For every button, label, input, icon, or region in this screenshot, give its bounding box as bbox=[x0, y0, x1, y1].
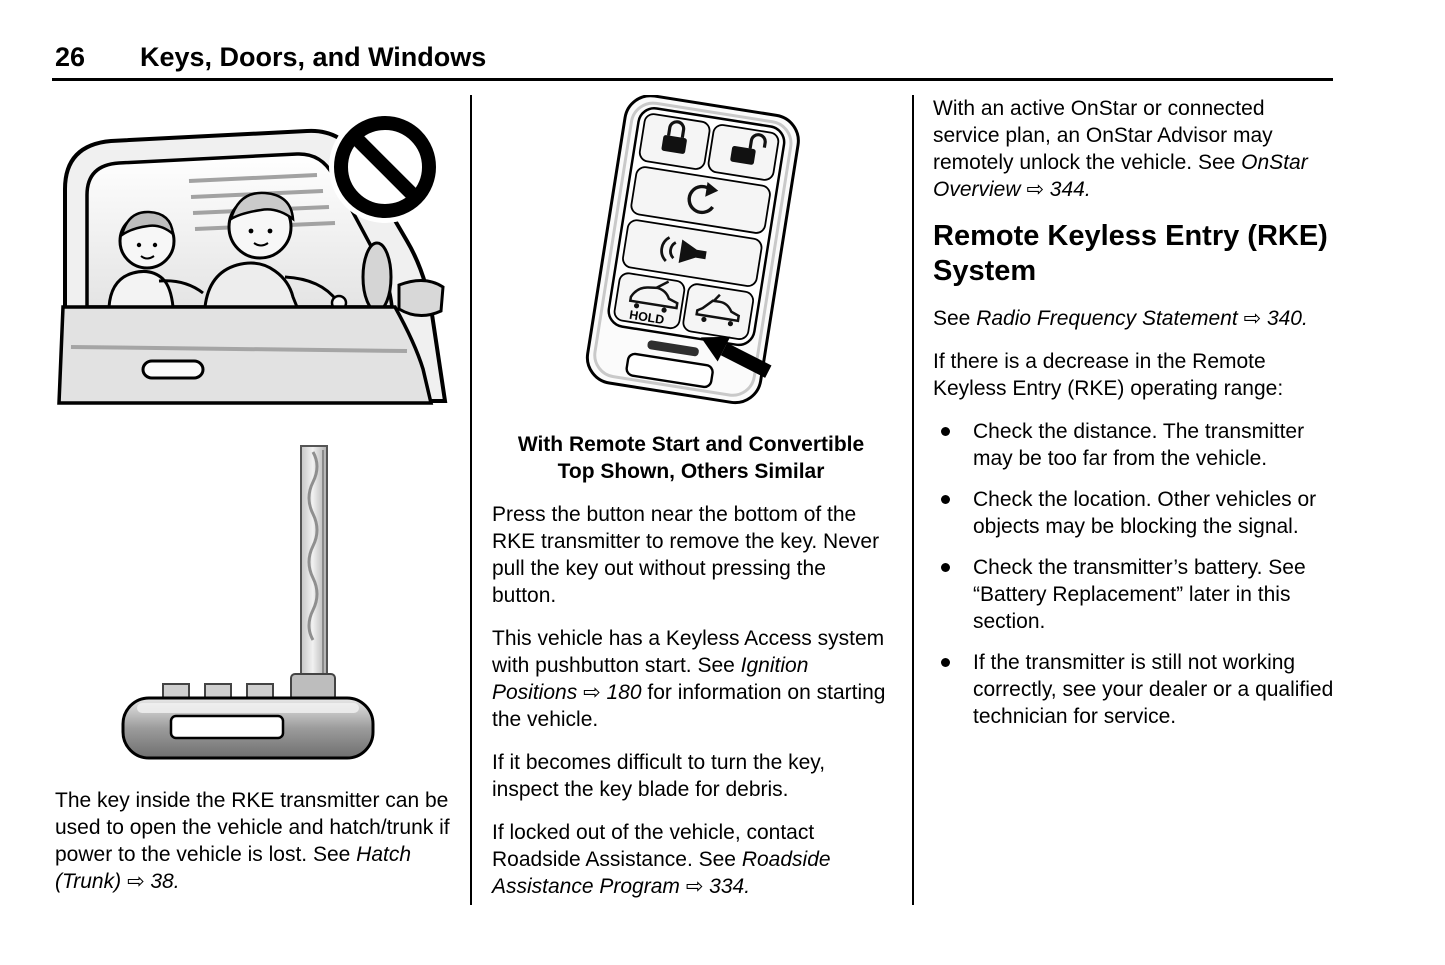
key-collar bbox=[290, 673, 336, 701]
bullet-text: Check the distance. The transmitter may … bbox=[973, 420, 1305, 470]
paragraph-text: See bbox=[933, 307, 977, 330]
horn-icon bbox=[660, 236, 707, 264]
lock-button bbox=[638, 113, 711, 170]
panic-button bbox=[622, 219, 763, 287]
bullet-icon bbox=[941, 658, 950, 667]
remote-start-button bbox=[630, 166, 771, 234]
transmitter-tabs bbox=[162, 683, 274, 699]
side-mirror bbox=[397, 279, 445, 317]
remote-start-icon bbox=[687, 182, 719, 215]
header-rule bbox=[52, 78, 1333, 81]
column-divider-left bbox=[470, 95, 472, 905]
chapter-title: Keys, Doors, and Windows bbox=[140, 42, 487, 72]
bullet-icon bbox=[941, 563, 950, 572]
xref-page-340: ⇨ 340. bbox=[1237, 307, 1308, 330]
bullet-item-battery: Check the transmitter’s battery. See “Ba… bbox=[933, 554, 1335, 635]
key-fob: HOLD bbox=[585, 94, 800, 405]
bullet-icon bbox=[941, 495, 950, 504]
paragraph-text: If locked out of the vehicle, contact Ro… bbox=[492, 821, 815, 871]
xref-hatch-trunk: Hatch (Trunk) bbox=[55, 843, 412, 893]
paragraph-rke-range: If there is a decrease in the Remote Key… bbox=[933, 350, 1284, 400]
caption-text: The key inside the RKE transmitter can b… bbox=[55, 789, 450, 866]
transmitter-slot bbox=[169, 714, 285, 740]
left-column: The key inside the RKE transmitter can b… bbox=[55, 95, 455, 911]
page-number: 26 bbox=[55, 42, 86, 72]
key-blade-illustration bbox=[121, 445, 375, 760]
xref-page-334: ⇨ 334. bbox=[679, 875, 751, 898]
paragraph-text: This vehicle has a Keyless Access system… bbox=[492, 627, 885, 677]
child-figure-left bbox=[107, 210, 204, 309]
column-divider-right bbox=[912, 95, 914, 905]
key-blade-caption: The key inside the RKE transmitter can b… bbox=[55, 787, 455, 895]
xref-ignition-positions: Ignition Positions bbox=[492, 654, 809, 704]
bullet-text: Check the transmitter’s battery. See “Ba… bbox=[973, 556, 1306, 633]
xref-page-38: ⇨ 38. bbox=[121, 870, 180, 893]
power-window-warning-figure bbox=[55, 109, 455, 416]
paragraph-keyless-access: This vehicle has a Keyless Access system… bbox=[492, 625, 890, 733]
trunk-hold-button: HOLD bbox=[613, 272, 686, 330]
section-heading-rke-system: Remote Keyless Entry (RKE) System bbox=[933, 220, 1328, 287]
convertible-top-button bbox=[682, 283, 755, 340]
bullet-text: If the transmitter is still not working … bbox=[973, 651, 1334, 728]
hold-label: HOLD bbox=[628, 308, 665, 327]
figure-caption-line1: With Remote Start and Convertible bbox=[517, 433, 865, 456]
child-figure-center bbox=[203, 191, 348, 312]
key-groove bbox=[307, 451, 319, 641]
door-handle bbox=[141, 359, 205, 380]
convertible-top-icon bbox=[695, 293, 741, 327]
bullet-item-distance: Check the distance. The transmitter may … bbox=[933, 418, 1335, 472]
bullet-icon bbox=[941, 427, 950, 436]
paragraph-key-removal: Press the button near the bottom of the … bbox=[492, 503, 880, 607]
bullet-item-dealer: If the transmitter is still not working … bbox=[933, 649, 1335, 730]
xref-page-344: ⇨ 344. bbox=[1020, 178, 1091, 201]
paragraph-onstar: With an active OnStar or connected servi… bbox=[933, 95, 1335, 203]
children-at-window-illustration bbox=[57, 111, 448, 405]
paragraph-radio-frequency: See Radio Frequency Statement ⇨ 340. bbox=[933, 305, 1335, 332]
xref-page-180: ⇨ 180 bbox=[577, 681, 642, 704]
car-door bbox=[57, 305, 434, 405]
right-column: With an active OnStar or connected servi… bbox=[933, 95, 1335, 744]
lanyard-slot bbox=[625, 352, 714, 389]
xref-roadside-assistance: Roadside Assistance Program bbox=[492, 848, 831, 898]
door-crease bbox=[70, 345, 408, 353]
trunk-icon bbox=[628, 280, 679, 313]
bullet-item-location: Check the location. Other vehicles or ob… bbox=[933, 486, 1335, 540]
key-release-arrow-icon bbox=[700, 336, 772, 378]
xref-radio-frequency-statement: Radio Frequency Statement bbox=[976, 307, 1238, 330]
middle-column: HOLD bbox=[492, 94, 890, 916]
bullet-text: Check the location. Other vehicles or ob… bbox=[973, 488, 1317, 538]
rke-transmitter-illustration: HOLD bbox=[585, 94, 800, 405]
key-release-slot bbox=[647, 340, 699, 357]
xref-onstar-overview: OnStar Overview bbox=[933, 151, 1308, 201]
prohibition-icon bbox=[329, 111, 441, 223]
lock-icon bbox=[661, 120, 687, 154]
figure-caption: With Remote Start and Convertible Top Sh… bbox=[492, 431, 890, 485]
key-blade-figure bbox=[55, 438, 455, 775]
steering-wheel bbox=[361, 241, 393, 313]
paragraph-text: for information on starting the vehicle. bbox=[492, 681, 886, 731]
rke-transmitter-figure: HOLD bbox=[492, 94, 890, 427]
paragraph-text: With an active OnStar or connected servi… bbox=[933, 97, 1273, 174]
paragraph-key-debris: If it becomes difficult to turn the key,… bbox=[492, 751, 826, 801]
unlock-icon bbox=[730, 133, 767, 165]
figure-caption-line2: Top Shown, Others Similar bbox=[557, 460, 825, 483]
paragraph-lockout: If locked out of the vehicle, contact Ro… bbox=[492, 819, 890, 900]
unlock-button bbox=[707, 124, 780, 181]
